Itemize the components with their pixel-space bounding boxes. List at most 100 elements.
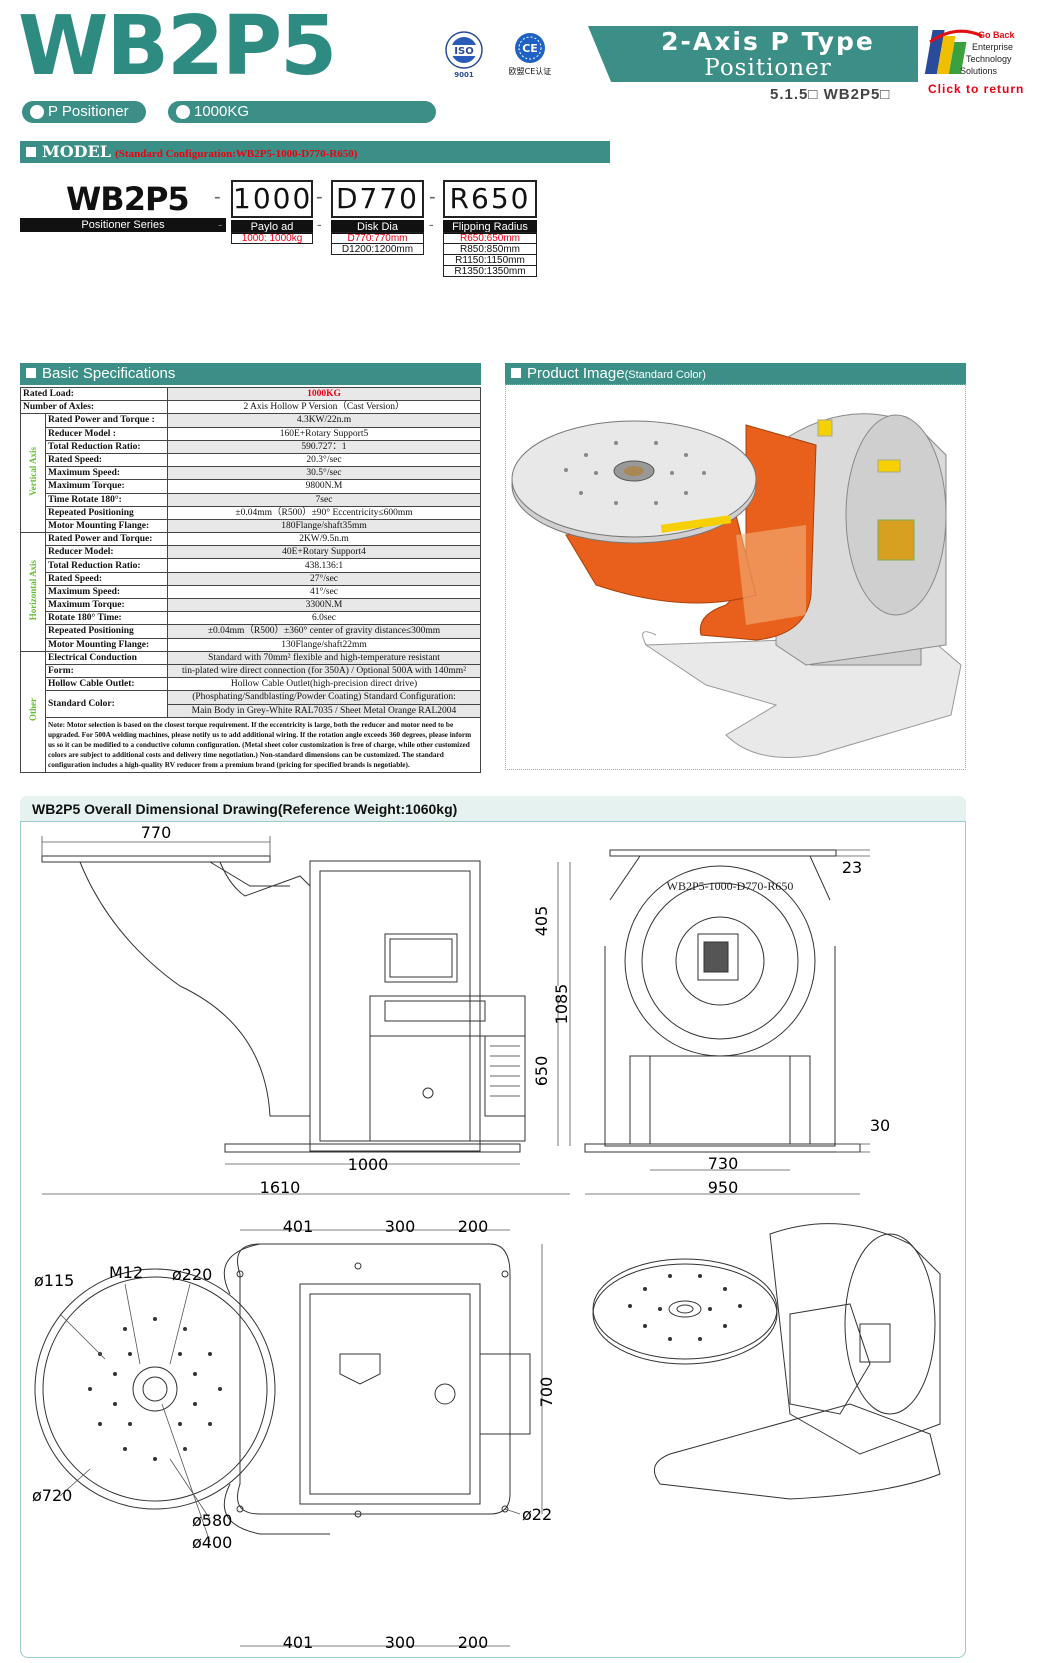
iso-icon: ISO 9001 [445, 31, 483, 79]
square-icon [26, 147, 36, 157]
dash: - [429, 186, 436, 208]
dash: - [316, 186, 323, 208]
spec-note: Note: Motor selection is based on the cl… [45, 716, 481, 773]
dim-405: 405 [532, 906, 551, 937]
section-code: 5.1.5 [770, 86, 809, 103]
svg-text:CE: CE [522, 42, 538, 55]
table-row: Rated Speed:27°/sec [21, 571, 481, 586]
product-title: Product Image [527, 365, 625, 382]
dim-top-300: 300 [385, 1217, 416, 1236]
table-row: Rated Speed:20.3°/sec [21, 452, 481, 468]
table-row: Hollow Cable Outlet:Hollow Cable Outlet(… [21, 677, 481, 692]
table-row: Reducer Model:40E+Rotary Support4 [21, 545, 481, 560]
table-row: Reducer Model :160E+Rotary Support5 [21, 426, 481, 441]
disk-label: Disk Dia [331, 220, 424, 234]
table-row: Motor Mounting Flange:180Flange/shaft35m… [21, 518, 481, 534]
group-horizontal: Horizontal Axis [20, 532, 46, 652]
type-pill: P Positioner [22, 101, 146, 123]
click-to-return-link[interactable]: Click to return [928, 82, 1025, 96]
model-section-header: MODEL (Standard Configuration:WB2P5-1000… [20, 141, 610, 163]
dim-top-401: 401 [283, 1217, 314, 1236]
dim-phi220: ø220 [172, 1265, 212, 1284]
table-row: Maximum Torque:3300N.M [21, 597, 481, 613]
section-model: WB2P5 [823, 86, 881, 103]
table-row: Repeated Positioning±0.04mm（R500）±90° Ec… [21, 505, 481, 520]
dim-950: 950 [708, 1178, 739, 1197]
bullet-icon [30, 105, 44, 119]
series-label: Positioner Series [20, 218, 226, 232]
dim-770: 770 [141, 823, 172, 842]
group-other: Other [20, 650, 46, 773]
svg-text:9001: 9001 [454, 71, 474, 79]
product-subtitle: (Standard Color) [624, 369, 706, 381]
model-title: MODEL [42, 142, 111, 161]
disk-option: D1200:1200mm [331, 243, 424, 255]
dim-bottom-200: 200 [458, 1633, 489, 1652]
banner-line1: 2-Axis P Type [661, 27, 875, 56]
table-row: Time Rotate 180°:7sec [21, 492, 481, 507]
payload-option: 1000: 1000kg [231, 232, 313, 244]
square-icon [511, 368, 521, 378]
page-code: 5.1.5□ WB2P5□ [770, 86, 891, 103]
dim-23: 23 [842, 858, 862, 877]
side-view-drawing: 770 405 1085 650 1000 1610 [41, 823, 571, 1197]
table-row: Total Reduction Ratio:438.136:1 [21, 558, 481, 573]
goback-line1: Go Back [978, 30, 1015, 40]
specs-title: Basic Specifications [42, 365, 176, 382]
isometric-drawing [592, 1223, 941, 1500]
disk-code: D770 [331, 180, 424, 218]
page-title: WB2P5 [18, 0, 337, 94]
table-row: Repeated Positioning±0.04mm（R500）±360° c… [21, 624, 481, 639]
dim-phi580: ø580 [192, 1511, 232, 1530]
ce-icon: CE 欧盟CE认证 [509, 33, 551, 76]
table-row: Rated Load:1000KG [20, 386, 481, 402]
dim-phi720: ø720 [32, 1486, 72, 1505]
drawing-model-label: WB2P5-1000-D770-R650 [667, 879, 794, 893]
dim-650: 650 [532, 1056, 551, 1087]
table-row: Rotate 180° Time:6.0sec [21, 611, 481, 626]
table-row: Note: Motor selection is based on the cl… [21, 716, 481, 773]
table-row: Number of Axles:2 Axis Hollow P Version（… [20, 400, 481, 415]
ce-cert-badge: CE 欧盟CE认证 [503, 30, 558, 80]
dash: - [429, 216, 434, 232]
payload-label: Paylo ad [231, 220, 313, 234]
banner-line2: Positioner [704, 55, 832, 81]
spec-table: Rated Load:1000KG Number of Axles:2 Axis… [20, 386, 481, 773]
type-pill-label: P Positioner [48, 103, 129, 120]
radius-label: Flipping Radius [443, 220, 537, 234]
dim-phi400: ø400 [192, 1533, 232, 1552]
dim-bottom-300: 300 [385, 1633, 416, 1652]
positioner-illustration [511, 413, 962, 758]
dim-phi22: ø22 [522, 1505, 552, 1524]
table-row: Maximum Speed:41°/sec [21, 584, 481, 600]
table-row: Main Body in Grey-White RAL7035 / Sheet … [21, 703, 481, 718]
dash: - [214, 186, 221, 208]
front-view-drawing: WB2P5-1000-D770-R650 23 30 730 950 [584, 849, 890, 1197]
table-row: Motor Mounting Flange:130Flange/shaft22m… [21, 637, 481, 652]
drawing-title: WB2P5 Overall Dimensional Drawing(Refere… [20, 796, 966, 822]
product-section-header: Product Image(Standard Color) [505, 363, 966, 385]
dim-top-200: 200 [458, 1217, 489, 1236]
radius-option: R1350:1350mm [443, 265, 537, 277]
header-banner: 2-Axis P Type Positioner [588, 26, 918, 82]
dim-730: 730 [708, 1154, 739, 1173]
top-view-drawing: 401 300 200 401 300 200 700 ø115 M12 ø22… [32, 1217, 556, 1652]
dim-1610: 1610 [260, 1178, 301, 1197]
dim-700: 700 [537, 1377, 556, 1408]
model-subtitle: (Standard Configuration:WB2P5-1000-D770-… [115, 148, 358, 160]
table-row: Maximum Torque:9800N.M [21, 479, 481, 494]
table-row: Form:tin-plated wire direct connection (… [21, 663, 481, 679]
payload-code: 1000 [231, 180, 313, 218]
go-back-logo[interactable]: Go Back Enterprise Technology Solutions [924, 22, 1036, 96]
bullet-icon [176, 105, 190, 119]
load-pill-label: 1000KG [194, 103, 250, 120]
table-row: Maximum Speed:30.5°/sec [21, 466, 481, 481]
dim-bottom-401: 401 [283, 1633, 314, 1652]
dim-phi115: ø115 [34, 1271, 74, 1290]
square-icon [26, 368, 36, 378]
group-vertical: Vertical Axis [20, 413, 46, 534]
model-name: WB2P5 [66, 180, 190, 218]
iso-cert-badge: ISO 9001 [437, 30, 492, 80]
